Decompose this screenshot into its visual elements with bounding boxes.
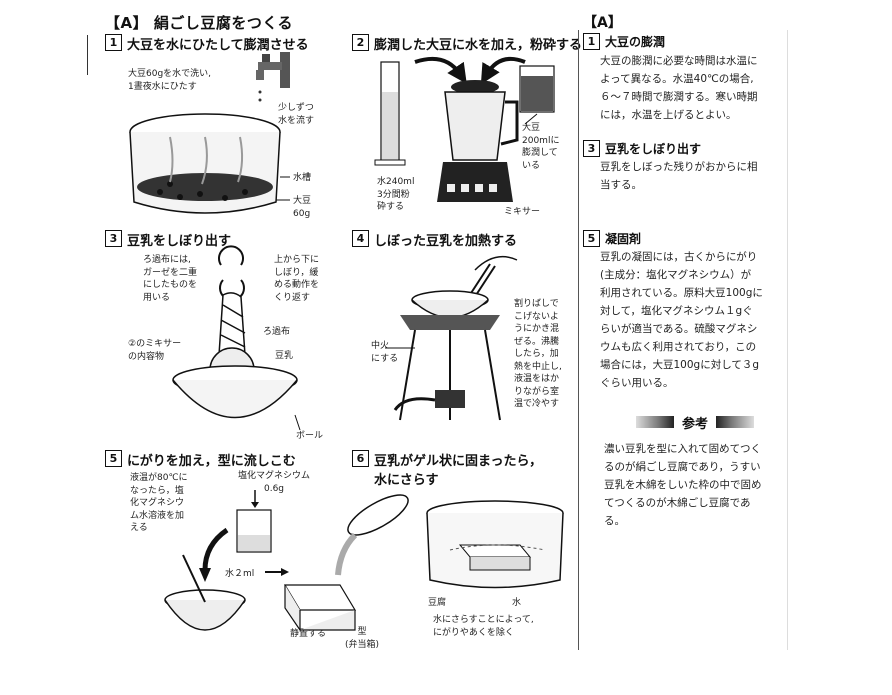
step-2-number: 2 [352, 34, 369, 51]
squeeze-illustration [172, 245, 301, 431]
s5-mold-label: 型(弁当箱) [345, 627, 380, 650]
s6-tofu-label: 豆腐 [428, 598, 447, 608]
s1-water-note: 少しずつ水を流す [278, 103, 315, 126]
step-2-label: 膨潤した大豆に水を加え，粉砕する [374, 38, 583, 53]
s4-stir-note: 割りばしでこげないようにかき混ぜる。沸騰したら，加熱を中止し,液温をはかりながら… [514, 299, 562, 409]
s3-milk-label: 豆乳 [275, 351, 294, 361]
step-6-number: 6 [352, 450, 369, 467]
step-2-heading: 2 膨潤した大豆に水を加え，粉砕する [352, 34, 582, 53]
s6-water-label: 水 [512, 598, 522, 608]
step-1-label: 大豆を水にひたして膨潤させる [127, 38, 309, 53]
side-paragraph-1: 大豆の膨潤に必要な時間は水温によって異なる。水温40℃の場合,６～７時間で膨潤す… [600, 55, 758, 121]
s3-content-note: ②のミキサーの内容物 [128, 339, 182, 362]
side-heading-1: 1 大豆の膨潤 [583, 33, 665, 50]
step-4-heading: 4 しぼった豆乳を加熱する [352, 230, 517, 249]
s5-water-label: 水２ml [225, 569, 255, 579]
side-title: 【A】 [583, 15, 622, 31]
reference-title: 参考 [681, 416, 708, 432]
side-heading-5: 5 凝固剤 [583, 230, 641, 247]
s1-soybean-note: 大豆60gを水で洗い,1晝夜水にひたす [128, 69, 212, 92]
heating-illustration [385, 255, 518, 421]
reference-bar-left [635, 416, 674, 428]
soaking-tofu-illustration [335, 494, 564, 589]
side-num-1: 1 [583, 33, 600, 50]
column-divider [578, 30, 579, 650]
side-heading-3: 3 豆乳をしぼり出す [583, 140, 701, 157]
step-1-heading: 1 大豆を水にひたして膨潤させる [105, 34, 309, 53]
step-5-label: にがりを加え，型に流しこむ [127, 454, 296, 469]
s5-temp-note: 液温が80℃になったら，塩化マグネシウム水溶液を加える [130, 473, 188, 533]
s4-fire-note: 中火にする [371, 341, 399, 364]
reference-bar-right [716, 416, 754, 428]
mixer-illustration [374, 57, 555, 202]
side-heading-3-text: 豆乳をしぼり出す [605, 142, 702, 156]
soaking-tank-illustration [129, 52, 290, 214]
page-title: 【A】 絹ごし豆腐をつくる [105, 14, 294, 32]
s3-cloth-note: ろ過布には,ガーゼを二重にしたものを用いる [143, 255, 198, 303]
step-3-heading: 3 豆乳をしぼり出す [105, 230, 231, 249]
step-4-number: 4 [352, 230, 369, 247]
s3-filter-label: ろ過布 [263, 327, 291, 337]
s1-tank-label: 水槽 [293, 173, 312, 183]
step-5-heading: 5 にがりを加え，型に流しこむ [105, 450, 296, 469]
step-3-label: 豆乳をしぼり出す [127, 234, 232, 249]
step-3-number: 3 [105, 230, 122, 247]
side-paragraph-5: 豆乳の凝固には，古くからにがり(主成分：塩化マグネシウム）が利用されている。原料… [600, 251, 763, 389]
side-num-5: 5 [583, 230, 600, 247]
s2-mixer-label: ミキサー [504, 207, 541, 217]
step-5-number: 5 [105, 450, 122, 467]
s3-motion-note: 上から下にしぼり，緩める動作をくり返す [274, 255, 320, 303]
step-4-label: しぼった豆乳を加熱する [374, 234, 518, 249]
step-6-label-2: 水にさらす [374, 473, 439, 488]
s6-note: 水にさらすことによって,にがりやあくを除く [433, 615, 534, 638]
vertical-rule [787, 30, 788, 650]
s3-bowl-label: ボール [296, 431, 324, 441]
step-6-heading: 6 豆乳がゲル状に固まったら， 水にさらす [352, 450, 542, 488]
coagulant-illustration [164, 490, 357, 632]
reference-paragraph: 濃い豆乳を型に入れて固めてつくるのが絹ごし豆腐であり，うすい豆乳を木綿をしいた枠… [604, 443, 762, 527]
side-paragraph-3: 豆乳をしぼった残りがおからに相当する。 [600, 161, 758, 191]
reference-heading: 参考 [620, 412, 770, 432]
s5-rest-label: 静置する [290, 629, 327, 639]
side-heading-1-text: 大豆の膨潤 [605, 35, 666, 49]
side-num-3: 3 [583, 140, 600, 157]
step-6-label: 豆乳がゲル状に固まったら， [374, 454, 543, 469]
margin-mark [87, 35, 88, 75]
step-1-number: 1 [105, 34, 122, 51]
side-heading-5-text: 凝固剤 [605, 232, 642, 246]
